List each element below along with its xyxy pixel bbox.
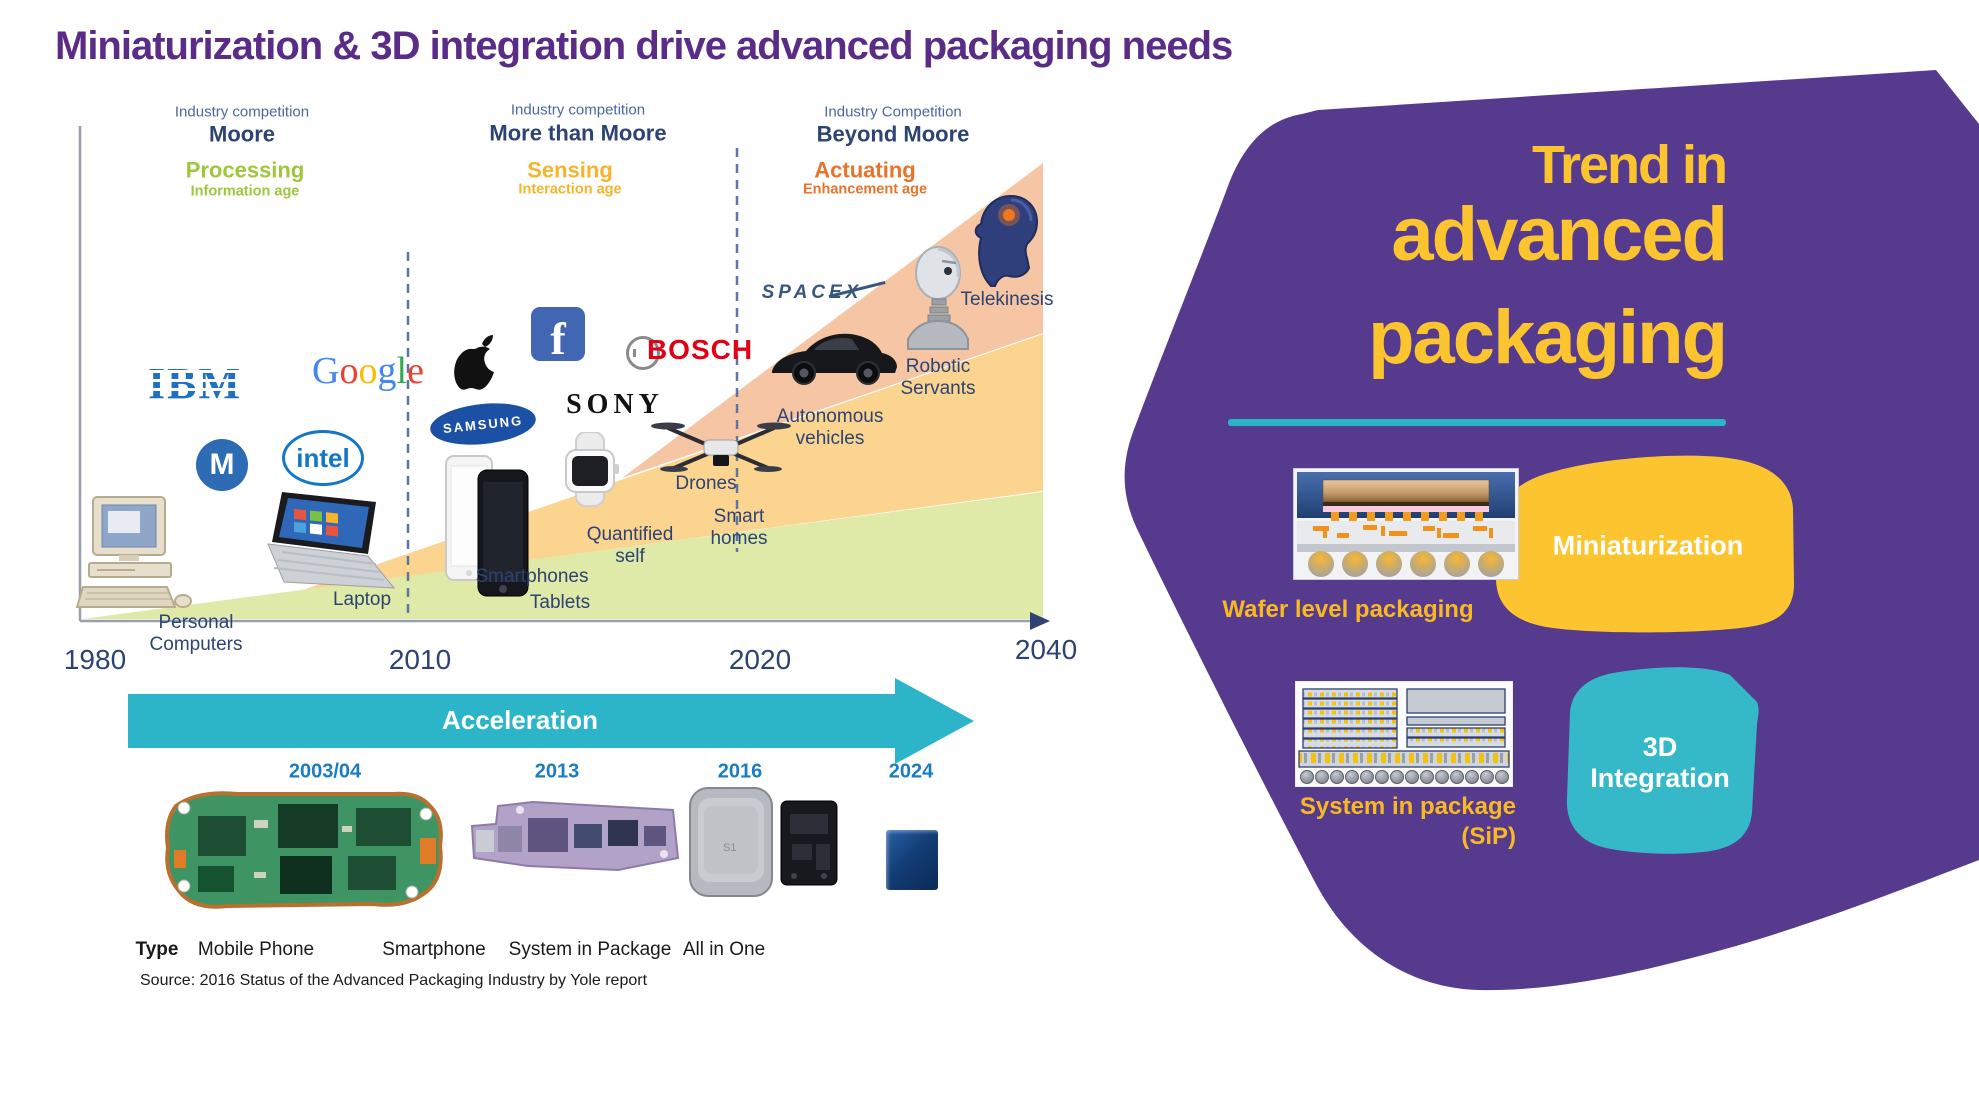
label-tablets: Tablets	[529, 592, 591, 614]
spacex-logo: SPACEX	[761, 282, 863, 304]
era2-theme: Sensing	[527, 157, 613, 183]
facebook-logo: f	[531, 307, 585, 361]
smartwatch-image	[565, 432, 619, 507]
wedge-green	[82, 492, 1043, 619]
miniaturization-blob	[1496, 455, 1794, 633]
ibm-logo: IBM	[148, 358, 244, 408]
panel-title-line1: Trend in	[1531, 135, 1728, 195]
accel-year-2016: 2016	[717, 760, 763, 783]
miniaturization-label: Miniaturization	[1552, 530, 1744, 561]
panel-divider	[1228, 419, 1726, 426]
sony-logo: SONY	[566, 388, 664, 420]
robot-image	[907, 246, 969, 350]
laptop-image	[267, 492, 396, 589]
type-mobile-phone: Mobile Phone	[197, 939, 315, 961]
panel-title-line3: packaging	[1368, 295, 1728, 380]
google-letter: G	[312, 350, 340, 393]
google-letter: l	[396, 350, 408, 393]
bosch-emblem-icon	[626, 336, 660, 370]
ibm-logo-text: IBM	[148, 359, 242, 408]
watch-chip-label: S1	[723, 842, 737, 854]
all-in-one-cube-image	[886, 830, 938, 890]
wafer-level-packaging-image	[1293, 468, 1519, 580]
ibm-stripe	[148, 370, 244, 373]
accel-year-2024: 2024	[888, 760, 934, 783]
smartphones-image	[445, 455, 529, 597]
label-smart-homes: Smart homes	[710, 506, 768, 549]
google-logo: Google	[312, 350, 424, 394]
google-letter: o	[339, 350, 359, 393]
integration-blob	[1566, 667, 1759, 854]
google-letter: e	[407, 350, 424, 393]
era1-name: Moore	[209, 121, 275, 147]
era3-theme: Actuating	[814, 157, 916, 183]
telekinesis-head-image	[974, 194, 1039, 287]
autonomous-car-image	[772, 333, 897, 385]
era2-name: More than Moore	[489, 120, 667, 146]
google-letter: o	[358, 350, 378, 393]
acceleration-arrow	[128, 678, 974, 764]
era3-age: Enhancement age	[802, 181, 928, 198]
wafer-level-packaging-label: Wafer level packaging	[1222, 596, 1474, 624]
3d-integration-label: 3D Integration	[1590, 731, 1730, 793]
type-smartphone: Smartphone	[382, 939, 486, 961]
type-system-in-package: System in Package	[508, 939, 672, 961]
apple-logo-icon	[454, 335, 494, 390]
ibm-stripe	[148, 388, 244, 391]
panel-title-line2: advanced	[1391, 192, 1728, 277]
motorola-logo: M	[196, 439, 248, 491]
axis-year-2010: 2010	[388, 643, 452, 675]
system-in-package-image	[1295, 681, 1513, 787]
google-letter: g	[377, 350, 397, 393]
era2-competition-label: Industry competition	[510, 101, 646, 119]
source-note: Source: 2016 Status of the Advanced Pack…	[140, 972, 648, 989]
era1-age: Information age	[190, 183, 300, 200]
label-smartphones: Smartphones	[475, 566, 589, 588]
era3-name: Beyond Moore	[816, 121, 970, 147]
drone-image	[651, 422, 791, 472]
axis-year-1980: 1980	[63, 643, 127, 675]
label-quantified-self: Quantified self	[586, 524, 674, 567]
era1-theme: Processing	[185, 157, 305, 183]
era2-age: Interaction age	[518, 181, 622, 198]
accel-year-2013: 2013	[534, 760, 580, 783]
intel-logo: intel	[282, 430, 364, 486]
type-all-in-one: All in One	[682, 939, 766, 961]
label-personal-computers: Personal Computers	[149, 612, 243, 655]
sip-board-image	[780, 800, 838, 886]
ibm-stripe	[148, 379, 244, 382]
system-in-package-label: System in package (SiP)	[1299, 793, 1516, 850]
smartphone-board-image	[470, 800, 680, 872]
label-laptop: Laptop	[332, 589, 392, 611]
axis-year-2020: 2020	[728, 643, 792, 675]
era1-competition-label: Industry competition	[174, 103, 310, 121]
acceleration-label: Acceleration	[441, 705, 599, 736]
axis-year-2040: 2040	[1014, 633, 1078, 665]
mobile-phone-board-image	[165, 791, 443, 909]
bosch-armature	[633, 349, 653, 357]
era3-competition-label: Industry Competition	[824, 103, 962, 121]
label-autonomous-vehicles: Autonomous vehicles	[776, 406, 884, 449]
label-robotic-servants: Robotic Servants	[900, 356, 976, 399]
type-row-header: Type	[135, 939, 179, 961]
accel-year-2003: 2003/04	[288, 760, 362, 783]
bosch-logo-text: BOSCH	[646, 333, 754, 365]
x-axis-arrowhead	[1030, 612, 1050, 630]
page-title: Miniaturization & 3D integration drive a…	[55, 24, 1233, 68]
personal-computer-image	[75, 496, 192, 608]
label-drones: Drones	[675, 473, 737, 495]
wedge-salmon	[622, 163, 1043, 478]
label-telekinesis: Telekinesis	[960, 289, 1054, 311]
watch-package-image	[689, 787, 773, 897]
